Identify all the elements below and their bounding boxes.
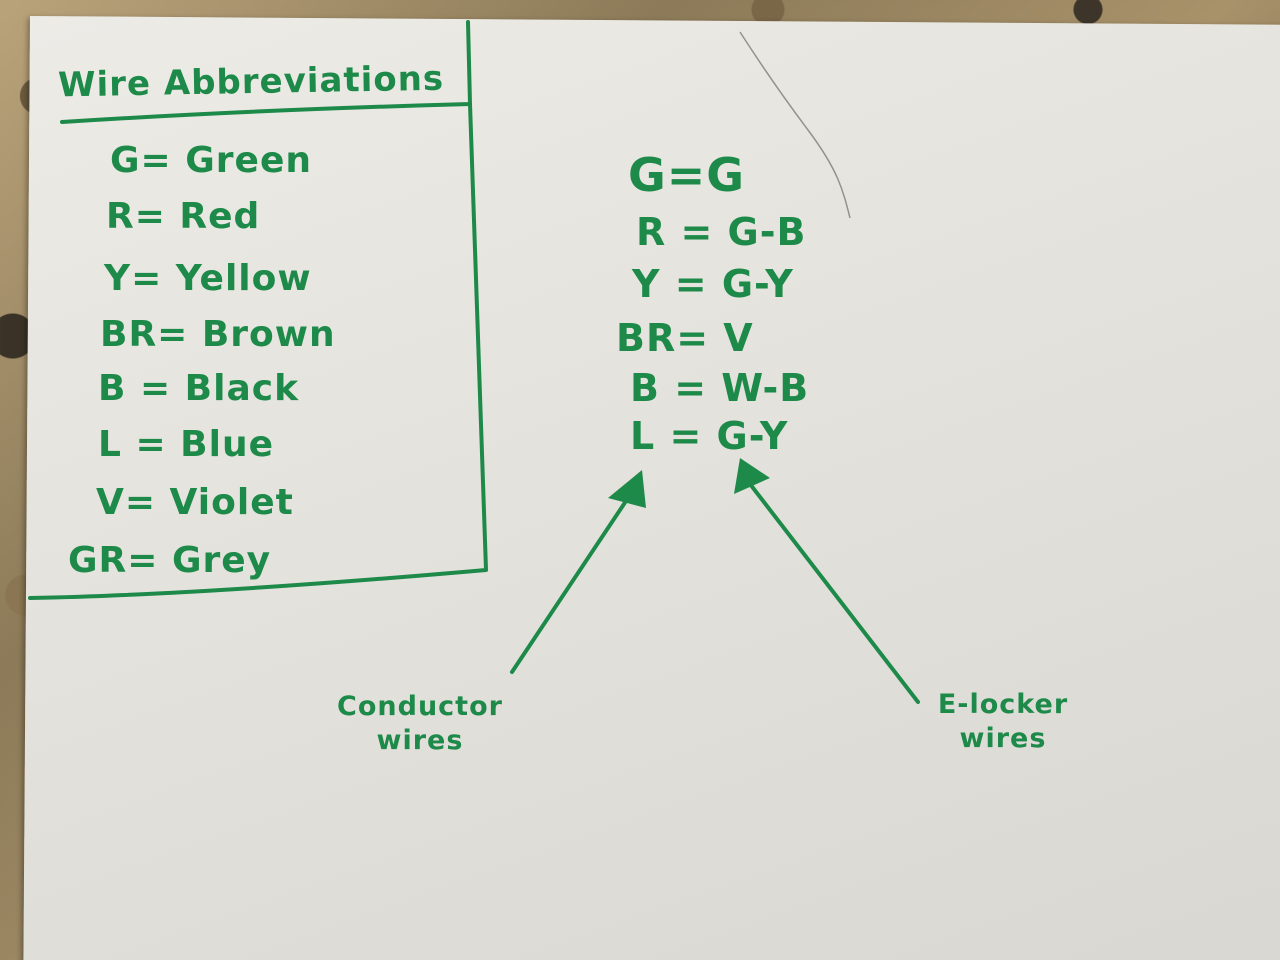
conductor-label-line1: Conductor (337, 691, 503, 722)
e-locker-wires-label: E-locker wires (918, 688, 1088, 756)
mapping-item-red: R = G-B (636, 210, 807, 254)
legend-item-violet: V= Violet (96, 482, 294, 523)
legend-item-black: B = Black (98, 368, 300, 409)
mapping-item-yellow: Y = G-Y (632, 262, 794, 306)
legend-item-yellow: Y= Yellow (104, 258, 312, 299)
mapping-item-green: G=G (628, 148, 746, 202)
legend-title: Wire Abbreviations (57, 58, 445, 106)
conductor-label-line2: wires (376, 725, 464, 756)
conductor-wires-label: Conductor wires (330, 690, 510, 758)
legend-item-red: R= Red (106, 196, 261, 237)
e-locker-label-line2: wires (959, 723, 1047, 754)
mapping-item-blue: L = G-Y (630, 414, 789, 458)
legend-item-green: G= Green (110, 140, 313, 181)
mapping-item-black: B = W-B (630, 366, 810, 410)
legend-item-grey: GR= Grey (68, 540, 272, 581)
e-locker-arrow (734, 458, 920, 704)
mapping-item-brown: BR= V (616, 316, 754, 360)
e-locker-label-line1: E-locker (937, 689, 1069, 720)
legend-item-blue: L = Blue (98, 424, 274, 465)
paper-crease (739, 31, 851, 219)
conductor-arrow (510, 470, 646, 674)
legend-item-brown: BR= Brown (100, 314, 336, 355)
